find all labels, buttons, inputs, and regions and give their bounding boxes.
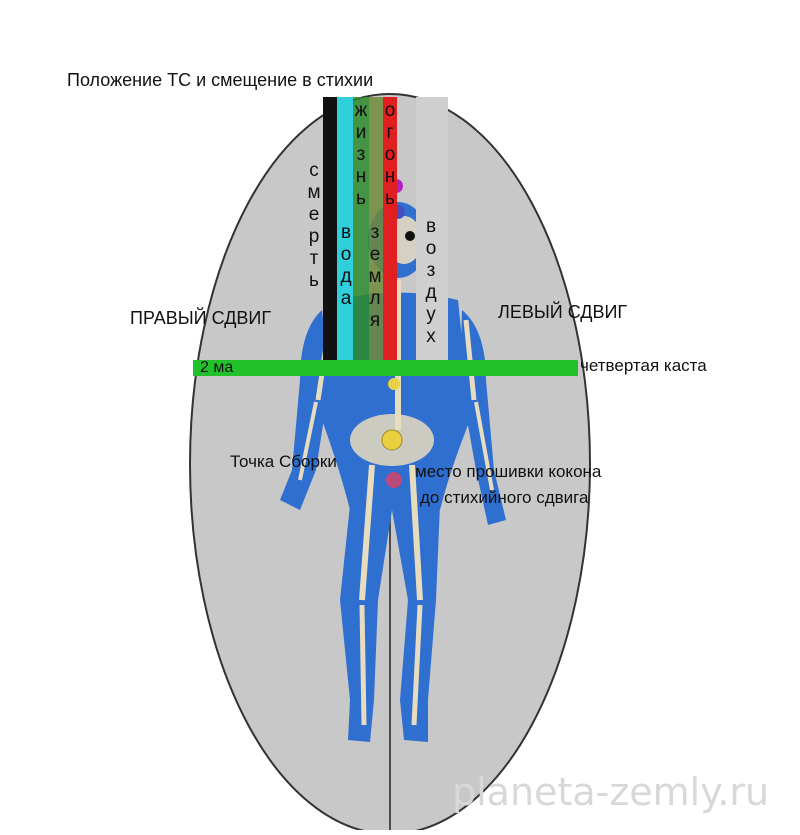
right-tibia-bone xyxy=(411,604,423,726)
stripe-label-letter: г xyxy=(386,122,394,143)
fourth-caste-band xyxy=(193,360,578,376)
watermark-text: planeta-zemly.ru xyxy=(452,770,770,814)
left-femur-bone xyxy=(359,464,375,601)
stripe-label-letter: у xyxy=(426,304,436,325)
stripe-label-letter: в xyxy=(340,222,352,243)
stripe-label-letter: з xyxy=(426,260,436,281)
cocoon-label-line2: до стихийного сдвига xyxy=(420,488,589,507)
body-left-leg xyxy=(340,505,392,742)
stripe-label-letter: р xyxy=(308,226,320,247)
assembly-point-label: Точка Сборки xyxy=(230,452,337,471)
stripe-label-letter: д xyxy=(340,266,352,287)
stripe-label-letter: я xyxy=(369,310,381,331)
band-left-label: 2 ма xyxy=(200,359,234,376)
right-forearm-bone xyxy=(474,401,494,491)
stripe-label-letter: з xyxy=(356,144,366,165)
stripe-fire xyxy=(383,97,397,360)
right-shift-label: ПРАВЫЙ СДВИГ xyxy=(130,308,272,328)
stripe-label-letter: е xyxy=(369,244,381,265)
stripe-label-letter: ь xyxy=(309,270,319,291)
stripe-label-letter: з xyxy=(370,222,380,243)
assembly-point-dot xyxy=(381,429,403,451)
left-tibia-bone xyxy=(359,604,367,726)
stripe-label-letter: о xyxy=(384,100,396,121)
stripe-label-letter: д xyxy=(425,282,437,303)
skull-eye xyxy=(405,231,415,241)
stripe-label-letter: л xyxy=(369,288,381,309)
stripe-life xyxy=(353,97,369,360)
stripe-label-letter: и xyxy=(355,122,367,143)
stripe-label-letter: т xyxy=(309,248,319,269)
chakra-dot-solar xyxy=(388,378,400,390)
left-shift-label: ЛЕВЫЙ СДВИГ xyxy=(498,302,628,322)
stripe-air xyxy=(416,97,448,360)
stripe-label-letter: о xyxy=(425,238,437,259)
stripe-death xyxy=(323,97,337,360)
body-right-leg xyxy=(392,505,440,742)
stripe-label-letter: ж xyxy=(354,100,368,121)
stripe-label-letter: м xyxy=(368,266,382,287)
stripe-label-letter: с xyxy=(309,160,319,181)
stripe-label-letter: ь xyxy=(356,188,366,209)
stripe-label-letter: а xyxy=(340,288,352,309)
stripe-water xyxy=(337,97,353,360)
diagram-title: Положение ТС и смещение в стихии xyxy=(67,70,374,90)
chakra-dot-sacral xyxy=(386,472,402,488)
stripe-label-letter: м xyxy=(307,182,321,203)
element-stripes xyxy=(323,97,448,360)
stripe-label-letter: н xyxy=(355,166,367,187)
stripe-label-letter: н xyxy=(384,166,396,187)
stripe-label-letter: о xyxy=(384,144,396,165)
band-right-label: четвертая каста xyxy=(580,356,707,375)
stripe-label-letter: х xyxy=(426,326,436,347)
stripe-label-letter: в xyxy=(425,216,437,237)
cocoon-label-line1: место прошивки кокона xyxy=(415,462,602,481)
stripe-label-letter: е xyxy=(308,204,320,225)
stripe-label-letter: о xyxy=(340,244,352,265)
stripe-earth xyxy=(369,97,383,360)
left-forearm-bone xyxy=(298,401,318,481)
right-femur-bone xyxy=(409,464,423,601)
stripe-label-letter: ь xyxy=(385,188,395,209)
